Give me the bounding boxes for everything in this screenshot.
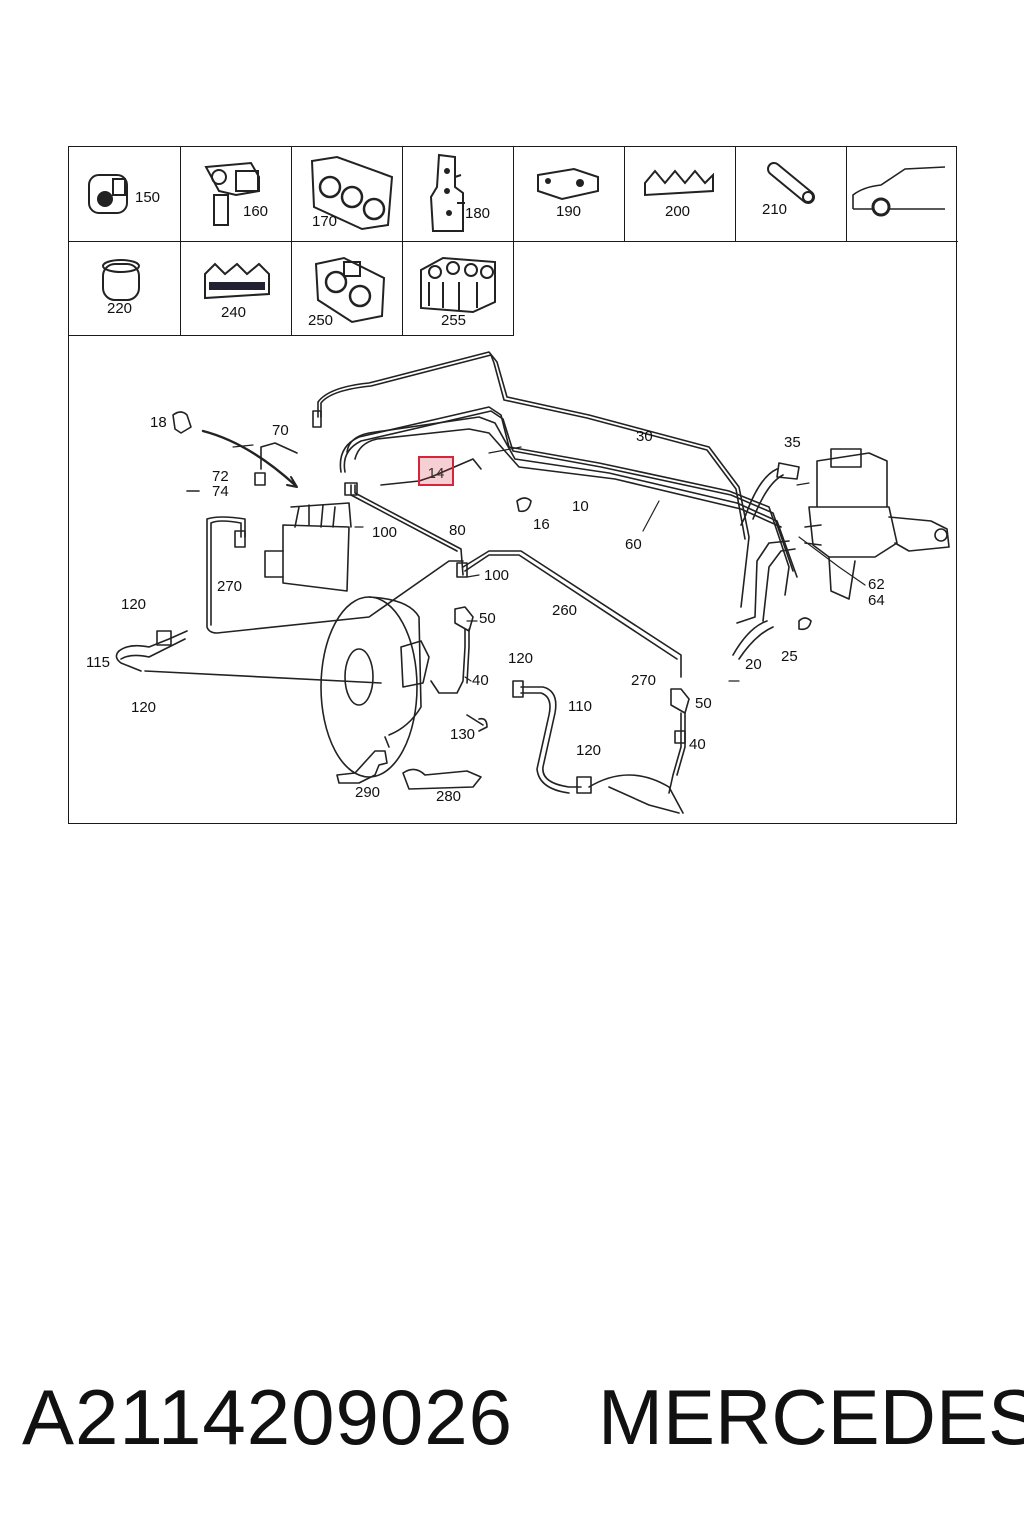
- thumb-cell-220[interactable]: 220: [69, 242, 181, 336]
- callout-25[interactable]: 25: [781, 648, 798, 665]
- callout-120-lower-left[interactable]: 120: [131, 699, 157, 716]
- part-number: A2114209026: [22, 1373, 514, 1461]
- thumb-label-200: 200: [665, 203, 691, 220]
- thumb-cell-200[interactable]: 200: [625, 147, 736, 242]
- callout-80[interactable]: 80: [449, 522, 466, 539]
- brand-name: MERCEDES: [598, 1373, 1024, 1461]
- thumb-label-180: 180: [465, 205, 491, 222]
- parts-diagram: 150 160 170 180: [68, 146, 958, 824]
- callout-50-lower[interactable]: 50: [695, 695, 712, 712]
- thumb-cell-250[interactable]: 250: [292, 242, 403, 336]
- bushing-220-icon: [102, 259, 140, 301]
- callout-120-upper-left[interactable]: 120: [121, 596, 147, 613]
- callout-30[interactable]: 30: [636, 428, 653, 445]
- thumb-cell-190[interactable]: 190: [514, 147, 625, 242]
- thumb-cell-150[interactable]: 150: [69, 147, 181, 242]
- callout-64[interactable]: 64: [868, 592, 885, 609]
- thumb-cell-240[interactable]: 240: [181, 242, 292, 336]
- clip-200-icon: [644, 169, 714, 197]
- callout-18[interactable]: 18: [150, 414, 167, 431]
- callout-130[interactable]: 130: [450, 726, 476, 743]
- callout-14: 14: [427, 465, 445, 482]
- callout-16[interactable]: 16: [533, 516, 550, 533]
- callout-35[interactable]: 35: [784, 434, 801, 451]
- thumb-cell-180[interactable]: 180: [403, 147, 514, 242]
- clip-240-icon: [204, 262, 270, 300]
- clip-170-icon: [310, 155, 394, 231]
- highlighted-part-14[interactable]: 14: [418, 456, 454, 486]
- callout-290[interactable]: 290: [355, 784, 381, 801]
- thumb-label-150: 150: [135, 189, 161, 206]
- thumb-cell-170[interactable]: 170: [292, 147, 403, 242]
- clip-190-icon: [537, 167, 599, 201]
- callout-100-upper[interactable]: 100: [372, 524, 398, 541]
- thumb-label-160: 160: [243, 203, 269, 220]
- callout-50-upper[interactable]: 50: [479, 610, 496, 627]
- clip-180-icon: [429, 153, 465, 232]
- callout-110[interactable]: 110: [568, 698, 592, 715]
- brake-line-drawing: [115, 351, 950, 814]
- clip-250-icon: [314, 256, 386, 324]
- thumb-label-250: 250: [308, 312, 334, 329]
- callout-120-mid[interactable]: 120: [508, 650, 534, 667]
- callout-20[interactable]: 20: [745, 656, 762, 673]
- callout-260[interactable]: 260: [552, 602, 578, 619]
- thumb-cell-160[interactable]: 160: [181, 147, 292, 242]
- callout-40-upper[interactable]: 40: [472, 672, 489, 689]
- thumb-label-210: 210: [762, 201, 788, 218]
- callout-74[interactable]: 74: [212, 483, 229, 500]
- callout-70[interactable]: 70: [272, 422, 289, 439]
- thumb-cell-255[interactable]: 255: [403, 242, 514, 336]
- callout-280[interactable]: 280: [436, 788, 462, 805]
- clip-160-icon: [204, 161, 260, 226]
- clip-150-icon: [88, 174, 128, 214]
- thumb-label-220: 220: [107, 300, 133, 317]
- callout-62[interactable]: 62: [868, 576, 885, 593]
- thumb-label-190: 190: [556, 203, 582, 220]
- thumb-label-255: 255: [441, 312, 467, 329]
- car-silhouette-icon: [852, 166, 946, 217]
- callout-270-right[interactable]: 270: [631, 672, 657, 689]
- callout-270-left[interactable]: 270: [217, 578, 243, 595]
- callout-10[interactable]: 10: [572, 498, 589, 515]
- sleeve-210-icon: [767, 162, 815, 204]
- callout-115[interactable]: 115: [86, 654, 110, 671]
- thumb-label-240: 240: [221, 304, 247, 321]
- callout-60[interactable]: 60: [625, 536, 642, 553]
- clip-255-icon: [420, 256, 496, 314]
- thumb-label-170: 170: [312, 213, 338, 230]
- thumb-cell-210[interactable]: 210: [736, 147, 847, 242]
- callout-40-lower[interactable]: 40: [689, 736, 706, 753]
- callout-120-lower-right[interactable]: 120: [576, 742, 602, 759]
- callout-100-lower[interactable]: 100: [484, 567, 510, 584]
- thumb-cell-car[interactable]: [847, 147, 958, 242]
- callout-72[interactable]: 72: [212, 468, 229, 485]
